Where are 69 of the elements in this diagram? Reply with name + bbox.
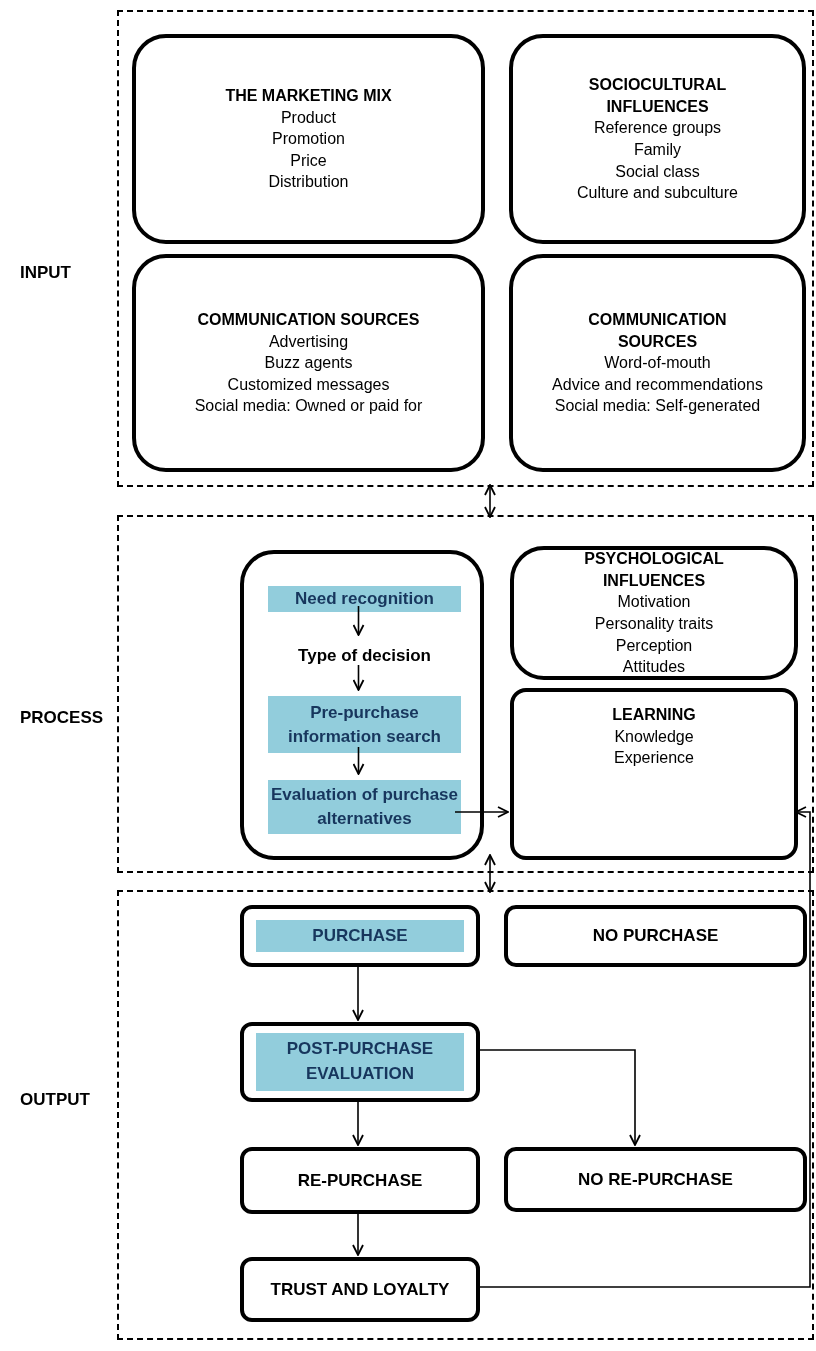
highlighted-label: PURCHASE — [256, 919, 464, 953]
box-label: Need recognition — [295, 588, 434, 611]
process-step — [268, 696, 461, 753]
list-item: Product — [280, 107, 337, 128]
process-step — [268, 586, 461, 612]
rounded-box — [510, 546, 798, 680]
list-item: Social media: Self-generated — [554, 396, 761, 417]
list-item: Perception — [615, 635, 693, 656]
list-item: Buzz agents — [264, 353, 353, 374]
arrow — [477, 806, 811, 1288]
list-item: Social class — [615, 161, 700, 182]
rounded-box — [240, 1147, 480, 1214]
list-item: Distribution — [268, 172, 349, 193]
list-item: Word-of-mouth — [604, 353, 711, 374]
box-label: Pre-purchase information search — [286, 701, 442, 748]
box-heading: PSYCHOLOGICAL INFLUENCES — [583, 549, 725, 591]
list-item: Advice and recommendations — [552, 374, 763, 395]
rounded-box — [240, 1257, 480, 1322]
rounded-box — [509, 254, 806, 472]
rounded-box — [132, 254, 485, 472]
arrow — [454, 806, 509, 818]
rounded-box — [509, 34, 806, 244]
list-item: Advertising — [268, 331, 349, 352]
rounded-box — [504, 905, 807, 967]
arrow — [477, 1049, 641, 1146]
box-heading: LEARNING — [611, 705, 697, 725]
list-item: Family — [633, 140, 682, 160]
box-heading: COMMUNICATION SOURCES — [196, 310, 421, 330]
list-item: Attitudes — [622, 657, 686, 678]
list-item: Motivation — [617, 592, 691, 613]
rounded-box — [240, 905, 480, 967]
highlighted-label: POST-PURCHASE EVALUATION — [256, 1033, 464, 1091]
stage-label: INPUT — [20, 262, 71, 284]
arrow — [352, 964, 364, 1021]
arrow — [352, 664, 365, 691]
list-item: Reference groups — [593, 118, 722, 139]
arrow — [484, 854, 496, 893]
list-item: Personality traits — [594, 614, 714, 634]
rounded-box — [504, 1147, 807, 1212]
rounded-box — [510, 688, 798, 860]
list-item: Promotion — [272, 129, 345, 150]
box-label: Evaluation of purchase alternatives — [269, 784, 459, 830]
list-item: Knowledge — [614, 726, 694, 747]
output-region — [117, 890, 814, 1340]
arrow — [352, 1211, 364, 1256]
list-item: Experience — [613, 748, 694, 769]
list-item: Price — [290, 150, 327, 171]
box-heading: THE MARKETING MIX — [224, 86, 393, 106]
box-label: TRUST AND LOYALTY — [270, 1278, 450, 1301]
arrow — [352, 1099, 364, 1146]
rounded-box — [132, 34, 485, 244]
stage-label: OUTPUT — [20, 1089, 90, 1111]
box-label: NO PURCHASE — [592, 925, 719, 948]
arrow — [352, 605, 365, 636]
list-item: Culture and subculture — [577, 183, 738, 204]
input-region — [117, 10, 814, 487]
box-label: RE-PURCHASE — [297, 1169, 423, 1192]
rounded-box — [240, 550, 484, 860]
arrow — [484, 484, 496, 518]
stage-label: PROCESS — [20, 707, 104, 729]
rounded-box — [240, 1022, 480, 1102]
process-region — [117, 515, 814, 873]
list-item: Customized messages — [227, 374, 390, 395]
box-heading: COMMUNICATION SOURCES — [587, 310, 728, 352]
box-heading: SOCIOCULTURAL INFLUENCES — [587, 75, 728, 117]
box-label: Type of decision — [298, 645, 431, 668]
box-label: NO RE-PURCHASE — [578, 1168, 733, 1191]
arrow — [352, 746, 365, 775]
list-item: Social media: Owned or paid for — [194, 396, 423, 417]
